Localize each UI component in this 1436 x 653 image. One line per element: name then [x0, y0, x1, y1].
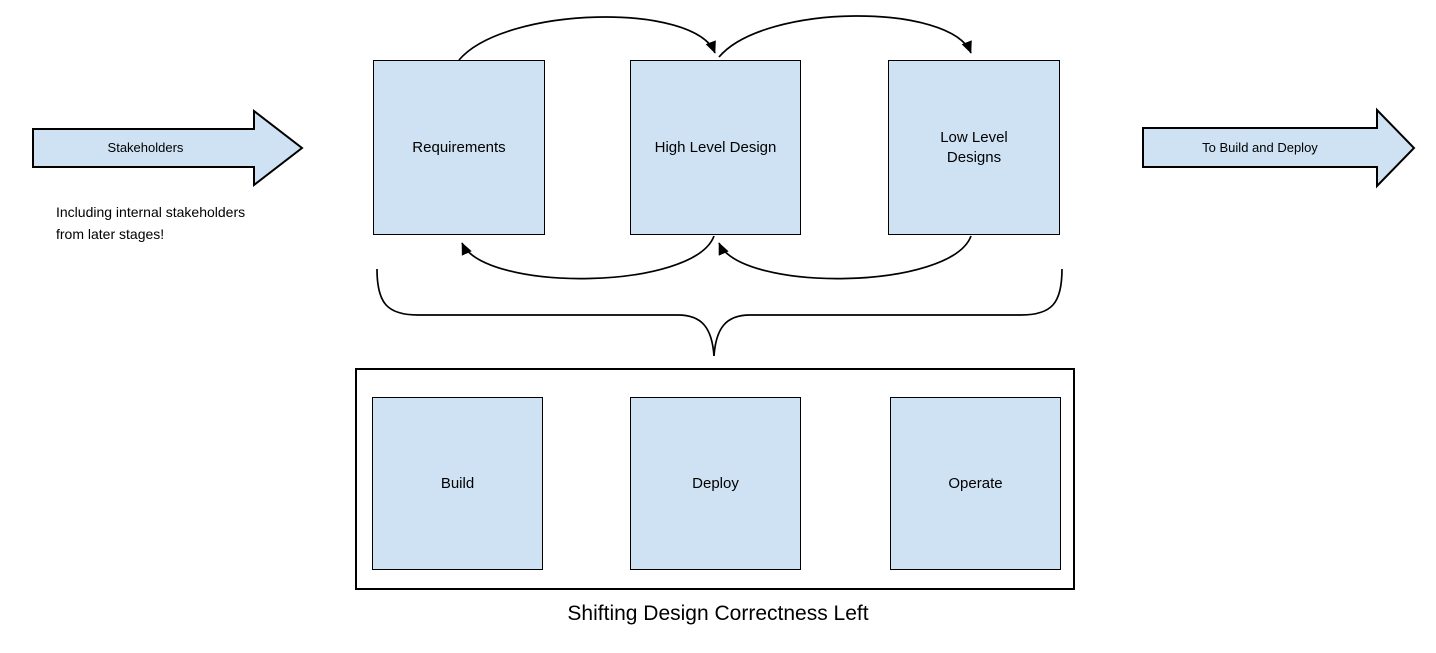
stage-label-low-level-designs: Low Level Designs	[940, 128, 1008, 166]
stage-box-low-level-designs: Low Level Designs	[888, 60, 1060, 235]
stage-box-high-level-design: High Level Design	[630, 60, 801, 235]
stage-box-requirements: Requirements	[373, 60, 545, 235]
arc-hld-to-lld	[718, 15, 972, 58]
stage-box-operate: Operate	[890, 397, 1061, 570]
stage-label-requirements: Requirements	[412, 138, 506, 156]
stage-box-deploy: Deploy	[630, 397, 801, 570]
stage-label-operate: Operate	[948, 474, 1003, 492]
output-arrow-label: To Build and Deploy	[1202, 140, 1318, 155]
arc-hld-to-requirements	[461, 235, 715, 280]
stage-box-build: Build	[372, 397, 543, 570]
arc-lld-to-hld	[718, 235, 972, 280]
curly-brace	[376, 268, 1063, 357]
stakeholders-note: Including internal stakeholders from lat…	[56, 204, 246, 242]
stage-label-build: Build	[440, 474, 475, 492]
stage-label-deploy: Deploy	[692, 474, 739, 492]
stakeholders-arrow-label: Stakeholders	[107, 140, 184, 155]
stage-label-high-level-design: High Level Design	[654, 138, 777, 156]
arc-requirements-to-hld	[458, 16, 716, 61]
diagram-title: Shifting Design Correctness Left	[567, 602, 869, 625]
